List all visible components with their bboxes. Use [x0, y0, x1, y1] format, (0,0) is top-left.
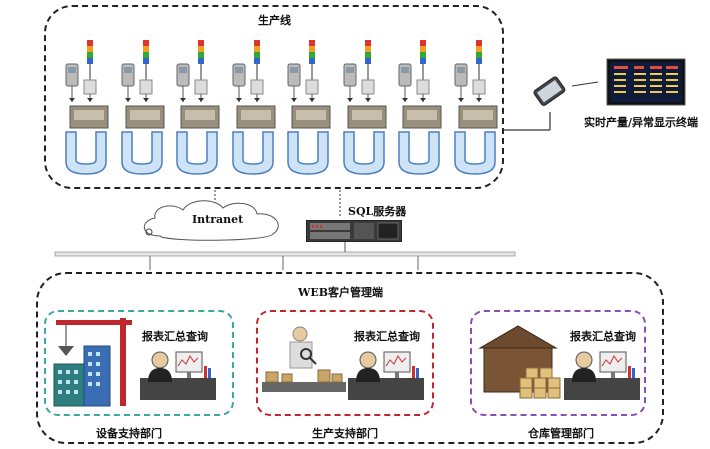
realtime-display-label: 实时产量/异常显示终端: [584, 116, 699, 129]
sql-server-label: SQL服务器: [348, 205, 407, 218]
dept-warehouse-report-label: 报表汇总查询: [570, 330, 636, 343]
production-station-icon: [453, 40, 497, 175]
web-client-title: WEB客户管理端: [298, 286, 384, 299]
intranet-cloud-icon: [143, 200, 279, 241]
equipment-crane-building-icon: [53, 318, 132, 407]
dept-equipment-name: 设备支持部门: [96, 427, 162, 440]
dept-production-workstation-icon: [348, 351, 424, 400]
production-station-icon: [342, 40, 386, 175]
sql-server-icon: [306, 220, 402, 242]
dept-warehouse-box: [470, 310, 646, 416]
dept-production-report-label: 报表汇总查询: [354, 330, 420, 343]
dept-equipment-report-label: 报表汇总查询: [142, 330, 208, 343]
production-station-icon: [65, 40, 109, 175]
production-station-icon: [231, 40, 275, 175]
production-line-title: 生产线: [258, 14, 291, 27]
production-station-icon: [287, 40, 331, 175]
dept-warehouse-workstation-icon: [564, 351, 640, 400]
dept-equipment-box: [44, 310, 234, 416]
intranet-label: Intranet: [192, 213, 244, 226]
production-station-icon: [398, 40, 442, 175]
tablet-icon: [533, 76, 566, 106]
dept-equipment-workstation-icon: [140, 351, 216, 400]
production-line-zone: [44, 5, 504, 189]
production-worker-icon: [262, 326, 346, 392]
production-station-icon: [120, 40, 164, 175]
realtime-display-monitor: [606, 58, 686, 106]
dept-production-box: [256, 310, 434, 416]
production-station-icon: [176, 40, 220, 175]
dept-warehouse-name: 仓库管理部门: [528, 427, 594, 440]
dept-production-name: 生产支持部门: [312, 427, 378, 440]
warehouse-icon: [478, 325, 561, 399]
web-client-zone: [36, 272, 664, 444]
